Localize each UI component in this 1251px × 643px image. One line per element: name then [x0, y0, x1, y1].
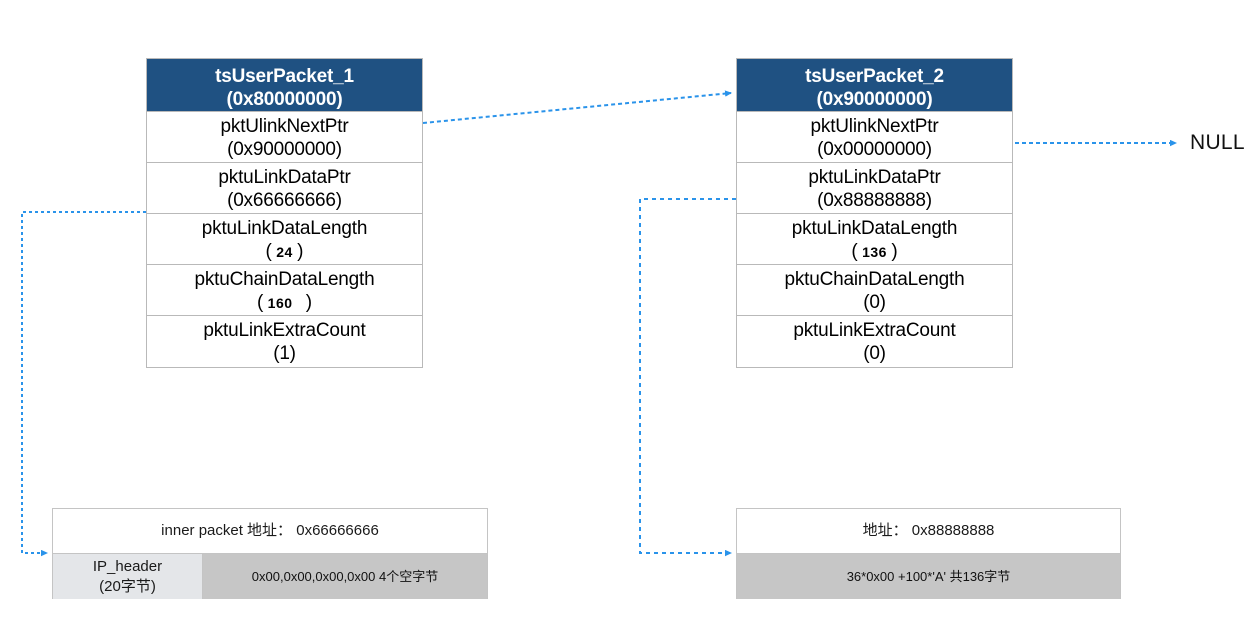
field-value: (0x66666666) — [227, 190, 342, 211]
field-label: pktuLinkDataLength — [201, 218, 368, 239]
memory-cell-line2: (20字节) — [99, 578, 156, 595]
struct-row: pktuLinkExtraCount (0) — [737, 315, 1012, 366]
field-value-wrap: ( 160 ) — [147, 291, 422, 315]
paren-open: ( — [851, 241, 858, 262]
struct-row: pktuChainDataLength (0) — [737, 264, 1012, 315]
memory-block-inner-packet: inner packet 地址： 0x66666666 IP_header (2… — [52, 508, 488, 599]
struct-row: pktuLinkDataLength ( 136 ) — [737, 213, 1012, 264]
paren-open: ( — [265, 241, 272, 262]
paren-close: ) — [891, 241, 898, 262]
memory-block-title: 地址： 0x88888888 — [737, 509, 1120, 553]
struct-header-tsuserpacket-1: tsUserPacket_1 (0x80000000) — [147, 59, 422, 111]
struct-row: pktUlinkNextPtr (0x00000000) — [737, 111, 1012, 162]
struct-header-address: (0x90000000) — [816, 89, 933, 110]
wire-data-ptr-2-to-buffer-2 — [639, 198, 736, 557]
field-label: pktuChainDataLength — [784, 269, 965, 290]
null-label: NULL — [1190, 131, 1245, 154]
field-value: (0) — [863, 343, 886, 364]
field-label: pktUlinkNextPtr — [220, 116, 349, 137]
wire-next-ptr-1-to-struct-2 — [422, 90, 732, 124]
struct-row: pktuLinkDataLength ( 24 ) — [147, 213, 422, 264]
struct-row: pktuLinkDataPtr (0x66666666) — [147, 162, 422, 213]
field-label: pktuLinkDataPtr — [218, 167, 351, 188]
field-value: (1) — [273, 343, 296, 364]
field-value: (0x00000000) — [817, 139, 932, 160]
field-label: pktuLinkDataLength — [791, 218, 958, 239]
memory-cell-ip-header: IP_header (20字节) — [53, 554, 203, 599]
struct-row: pktuLinkExtraCount (1) — [147, 315, 422, 366]
field-value: (0x88888888) — [817, 190, 932, 211]
wire-data-ptr-1-to-buffer-1 — [21, 211, 146, 557]
struct-header-address: (0x80000000) — [226, 89, 343, 110]
memory-cell-payload: 0x00,0x00,0x00,0x00 4个空字节 — [203, 554, 487, 599]
paren-open: ( — [256, 292, 264, 313]
struct-header-tsuserpacket-2: tsUserPacket_2 (0x90000000) — [737, 59, 1012, 111]
struct-table-tsuserpacket-1: tsUserPacket_1 (0x80000000) pktUlinkNext… — [146, 58, 423, 368]
memory-block-title: inner packet 地址： 0x66666666 — [53, 509, 487, 553]
field-label: pktuLinkExtraCount — [203, 320, 366, 341]
field-value-wrap: ( 136 ) — [737, 240, 1012, 264]
field-value-wrap: ( 24 ) — [147, 240, 422, 264]
field-label: pktuLinkExtraCount — [793, 320, 956, 341]
struct-row: pktuLinkDataPtr (0x88888888) — [737, 162, 1012, 213]
struct-table-tsuserpacket-2: tsUserPacket_2 (0x90000000) pktUlinkNext… — [736, 58, 1013, 368]
memory-block-body: IP_header (20字节) 0x00,0x00,0x00,0x00 4个空… — [53, 553, 487, 599]
memory-cell-payload: 36*0x00 +100*'A' 共136字节 — [737, 554, 1120, 599]
field-value: 160 — [267, 295, 293, 311]
field-value: 136 — [862, 244, 887, 260]
field-value: (0x90000000) — [227, 139, 342, 160]
struct-header-name: tsUserPacket_1 — [215, 66, 354, 87]
memory-cell-line1: IP_header — [92, 558, 163, 575]
struct-header-name: tsUserPacket_2 — [805, 66, 944, 87]
memory-block-data-buffer: 地址： 0x88888888 36*0x00 +100*'A' 共136字节 — [736, 508, 1121, 599]
field-value: 24 — [276, 244, 293, 260]
paren-close: ) — [297, 241, 304, 262]
struct-row: pktuChainDataLength ( 160 ) — [147, 264, 422, 315]
struct-row: pktUlinkNextPtr (0x90000000) — [147, 111, 422, 162]
field-label: pktuLinkDataPtr — [808, 167, 941, 188]
field-value: (0) — [863, 292, 886, 313]
paren-close: ) — [305, 292, 313, 313]
field-label: pktUlinkNextPtr — [810, 116, 939, 137]
field-label: pktuChainDataLength — [194, 269, 375, 290]
memory-block-body: 36*0x00 +100*'A' 共136字节 — [737, 553, 1120, 599]
